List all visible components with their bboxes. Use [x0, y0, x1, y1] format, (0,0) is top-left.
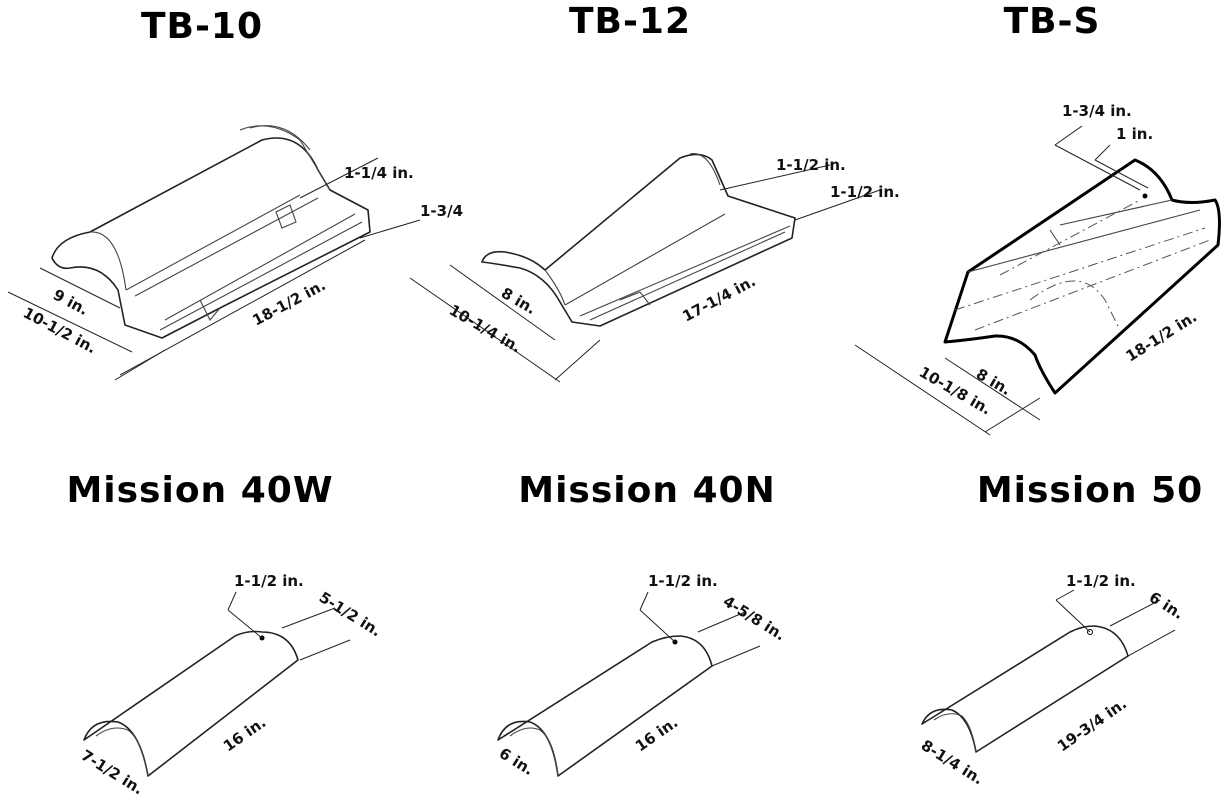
tb-s-height: 1 in.	[1116, 125, 1153, 143]
mission-50-drawing: 1-1/2 in. 6 in. 19-3/4 in. 8-1/4 in.	[918, 572, 1187, 788]
mission-40w-bottom-width: 7-1/2 in.	[78, 746, 147, 796]
tb-10-drawing: 9 in. 10-1/2 in. 18-1/2 in. 1-1/4 in. 1-…	[7, 125, 463, 381]
tb-s-drawing: 8 in. 10-1/8 in. 18-1/2 in. 1-3/4 in. 1 …	[854, 102, 1221, 436]
title-tb-10: TB-10	[141, 6, 263, 47]
tb-s-lap: 1-3/4 in.	[1062, 102, 1132, 120]
mission-40n-body	[497, 635, 713, 777]
mission-40n-lap: 1-1/2 in.	[648, 572, 718, 590]
tb-12-body	[481, 153, 796, 327]
tb-12-lap: 1-1/2 in.	[776, 156, 846, 174]
mission-40w-lap: 1-1/2 in.	[234, 572, 304, 590]
mission-40n-length: 16 in.	[632, 713, 681, 755]
mission-50-length: 19-3/4 in.	[1054, 695, 1130, 756]
tb-12-drawing: 8 in. 10-1/4 in. 17-1/4 in. 1-1/2 in. 1-…	[409, 153, 900, 383]
title-mission-40n: Mission 40N	[518, 470, 775, 511]
mission-50-lap: 1-1/2 in.	[1066, 572, 1136, 590]
mission-40w-drawing: 1-1/2 in. 5-1/2 in. 16 in. 7-1/2 in.	[78, 572, 385, 796]
tb-12-height: 1-1/2 in.	[830, 183, 900, 201]
tb-10-lap: 1-1/4 in.	[344, 164, 414, 182]
tb-s-body	[943, 158, 1221, 395]
mission-40n-bottom-width: 6 in.	[496, 744, 537, 779]
mission-40w-length: 16 in.	[220, 713, 269, 755]
mission-40w-body	[83, 630, 299, 777]
title-mission-50: Mission 50	[977, 470, 1203, 511]
mission-50-top-width: 6 in.	[1146, 588, 1187, 623]
tb-12-width-inner: 8 in.	[498, 284, 539, 318]
tb-10-height: 1-3/4	[420, 202, 463, 220]
mission-50-body	[921, 625, 1129, 753]
mission-40n-drawing: 1-1/2 in. 4-5/8 in. 16 in. 6 in.	[496, 572, 789, 779]
title-tb-s: TB-S	[1004, 1, 1101, 42]
title-tb-12: TB-12	[569, 1, 691, 42]
tb-10-body	[51, 137, 371, 339]
title-mission-40w: Mission 40W	[66, 470, 333, 511]
mission-40w-top-width: 5-1/2 in.	[316, 588, 385, 640]
